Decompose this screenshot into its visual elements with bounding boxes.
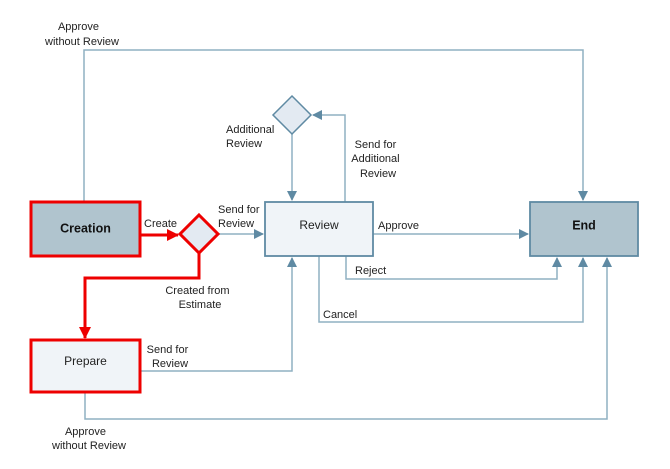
label-approve-without-review-top: Approve without Review <box>44 21 119 48</box>
label-cancel: Cancel <box>323 309 357 321</box>
edge-created-from-estimate[interactable] <box>79 253 201 339</box>
edge-approve-without-review-top[interactable] <box>83 49 588 202</box>
edge-reject[interactable] <box>345 256 562 280</box>
node-create-gateway[interactable] <box>177 212 221 256</box>
edge-cancel[interactable] <box>318 256 588 323</box>
node-end-label: End <box>572 218 596 232</box>
label-send-for-additional-review: Send for Additional Review <box>351 139 402 180</box>
label-approve: Approve <box>378 220 419 232</box>
node-creation-label: Creation <box>60 221 111 235</box>
node-review-label: Review <box>299 218 339 232</box>
label-additional-review: Additional Review <box>226 124 277 150</box>
label-create: Create <box>144 218 177 230</box>
node-review[interactable]: Review <box>264 201 374 257</box>
edge-approve-without-review-bottom[interactable] <box>84 257 612 420</box>
node-prepare-label: Prepare <box>64 354 107 368</box>
label-approve-without-review-bottom: Approve without Review <box>51 426 126 452</box>
label-prepare-send-for-review: Send for Review <box>147 344 192 370</box>
node-additional-review-gateway[interactable] <box>271 94 313 136</box>
node-end[interactable]: End <box>529 201 639 257</box>
label-created-from-estimate: Created from Estimate <box>165 285 232 311</box>
node-creation[interactable]: Creation <box>29 200 142 258</box>
edge-prepare-send-for-review[interactable] <box>140 257 297 372</box>
node-prepare[interactable]: Prepare <box>29 338 142 394</box>
label-send-for-review: Send for Review <box>218 204 263 230</box>
label-reject: Reject <box>355 265 386 277</box>
edge-send-for-additional-review[interactable] <box>312 110 346 202</box>
